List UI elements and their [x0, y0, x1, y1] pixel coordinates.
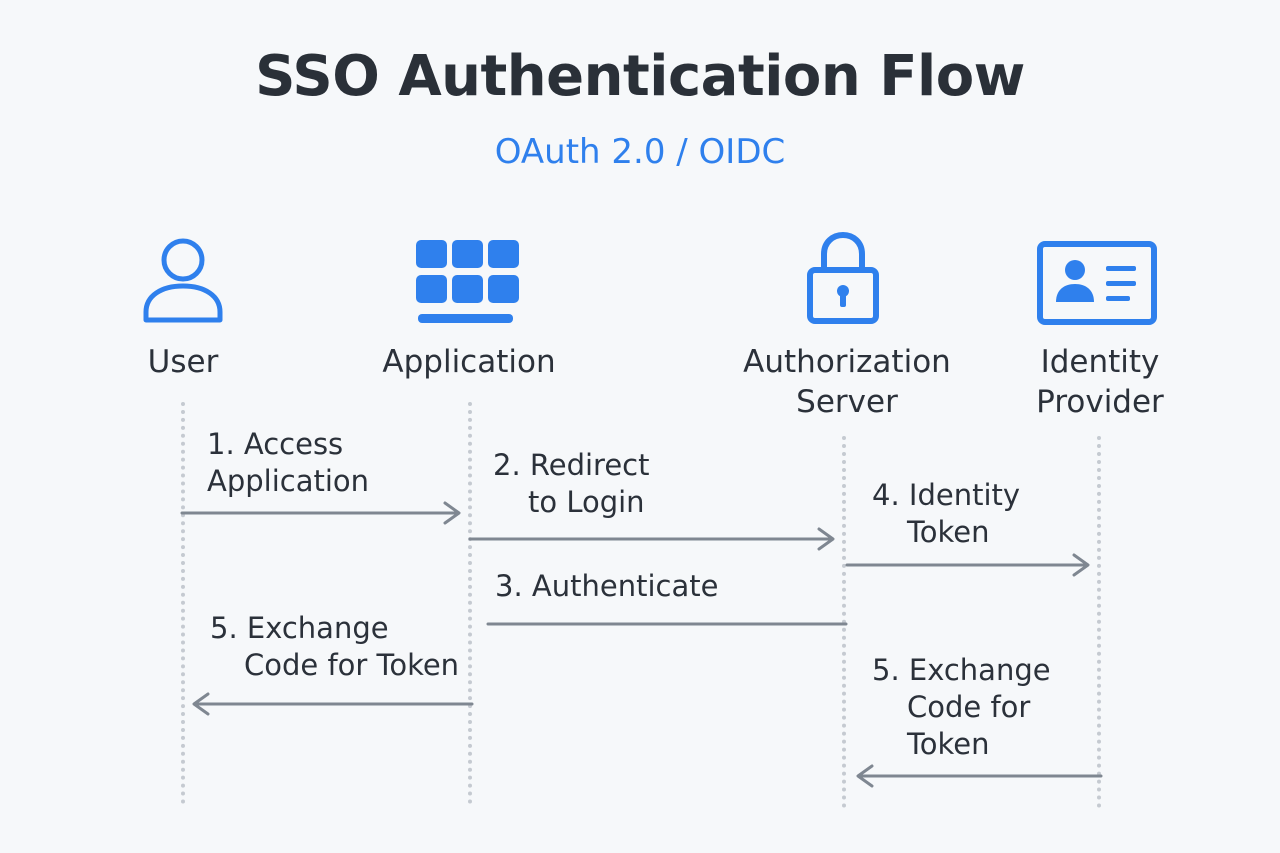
actor-label-application: Application	[382, 344, 556, 380]
arrow-identity-token	[845, 553, 1090, 577]
diagram-subtitle: OAuth 2.0 / OIDC	[494, 132, 786, 172]
message-label-line: Token	[907, 727, 990, 761]
actor-label-line: Identity	[1040, 344, 1160, 380]
message-label-line: 2. Redirect	[493, 448, 650, 482]
actor-label-line: Provider	[1036, 384, 1164, 420]
message-label-line: Code for	[907, 690, 1031, 724]
message-label-redirect-to-login: 2. Redirect to Login	[493, 447, 649, 521]
actor-label-line: Authorization	[743, 344, 951, 380]
actor-label-authorization-server: Authorization Server	[718, 342, 976, 422]
message-label-identity-token: 4. Identity Token	[872, 477, 1020, 551]
arrow-exchange-code-to-auth-server	[856, 764, 1103, 788]
message-label-authenticate: 3. Authenticate	[495, 569, 719, 603]
actor-label-line: Server	[796, 384, 898, 420]
message-label-line: 4. Identity	[872, 478, 1021, 512]
lock-icon	[807, 231, 879, 324]
message-label-line: Code for Token	[244, 648, 460, 682]
message-label-line: to Login	[528, 485, 645, 519]
app-grid-icon	[416, 240, 519, 323]
id-card-icon	[1037, 241, 1157, 325]
message-label-access-application: 1. Access Application	[207, 426, 369, 500]
actor-label-user: User	[147, 344, 219, 380]
lifeline-user	[181, 402, 185, 804]
message-label-line: 1. Access	[207, 427, 344, 461]
message-label-line: Token	[907, 515, 990, 549]
arrow-redirect-to-login	[468, 527, 835, 551]
lifeline-application	[468, 402, 472, 804]
message-label-line: 5. Exchange	[210, 611, 389, 645]
message-label-exchange-code-user: 5. Exchange Code for Token	[210, 610, 459, 684]
arrow-exchange-code-to-user	[192, 692, 474, 716]
message-label-exchange-code-idp: 5. Exchange Code for Token	[872, 652, 1051, 763]
message-label-line: Application	[207, 464, 370, 498]
user-icon	[143, 238, 223, 323]
arrow-access-application	[180, 501, 461, 525]
diagram-title: SSO Authentication Flow	[255, 44, 1025, 109]
message-label-line: 5. Exchange	[872, 653, 1051, 687]
actor-label-identity-provider: Identity Provider	[1020, 342, 1180, 422]
lifeline-identity-provider	[1097, 436, 1101, 808]
lifeline-authorization-server	[842, 436, 846, 808]
